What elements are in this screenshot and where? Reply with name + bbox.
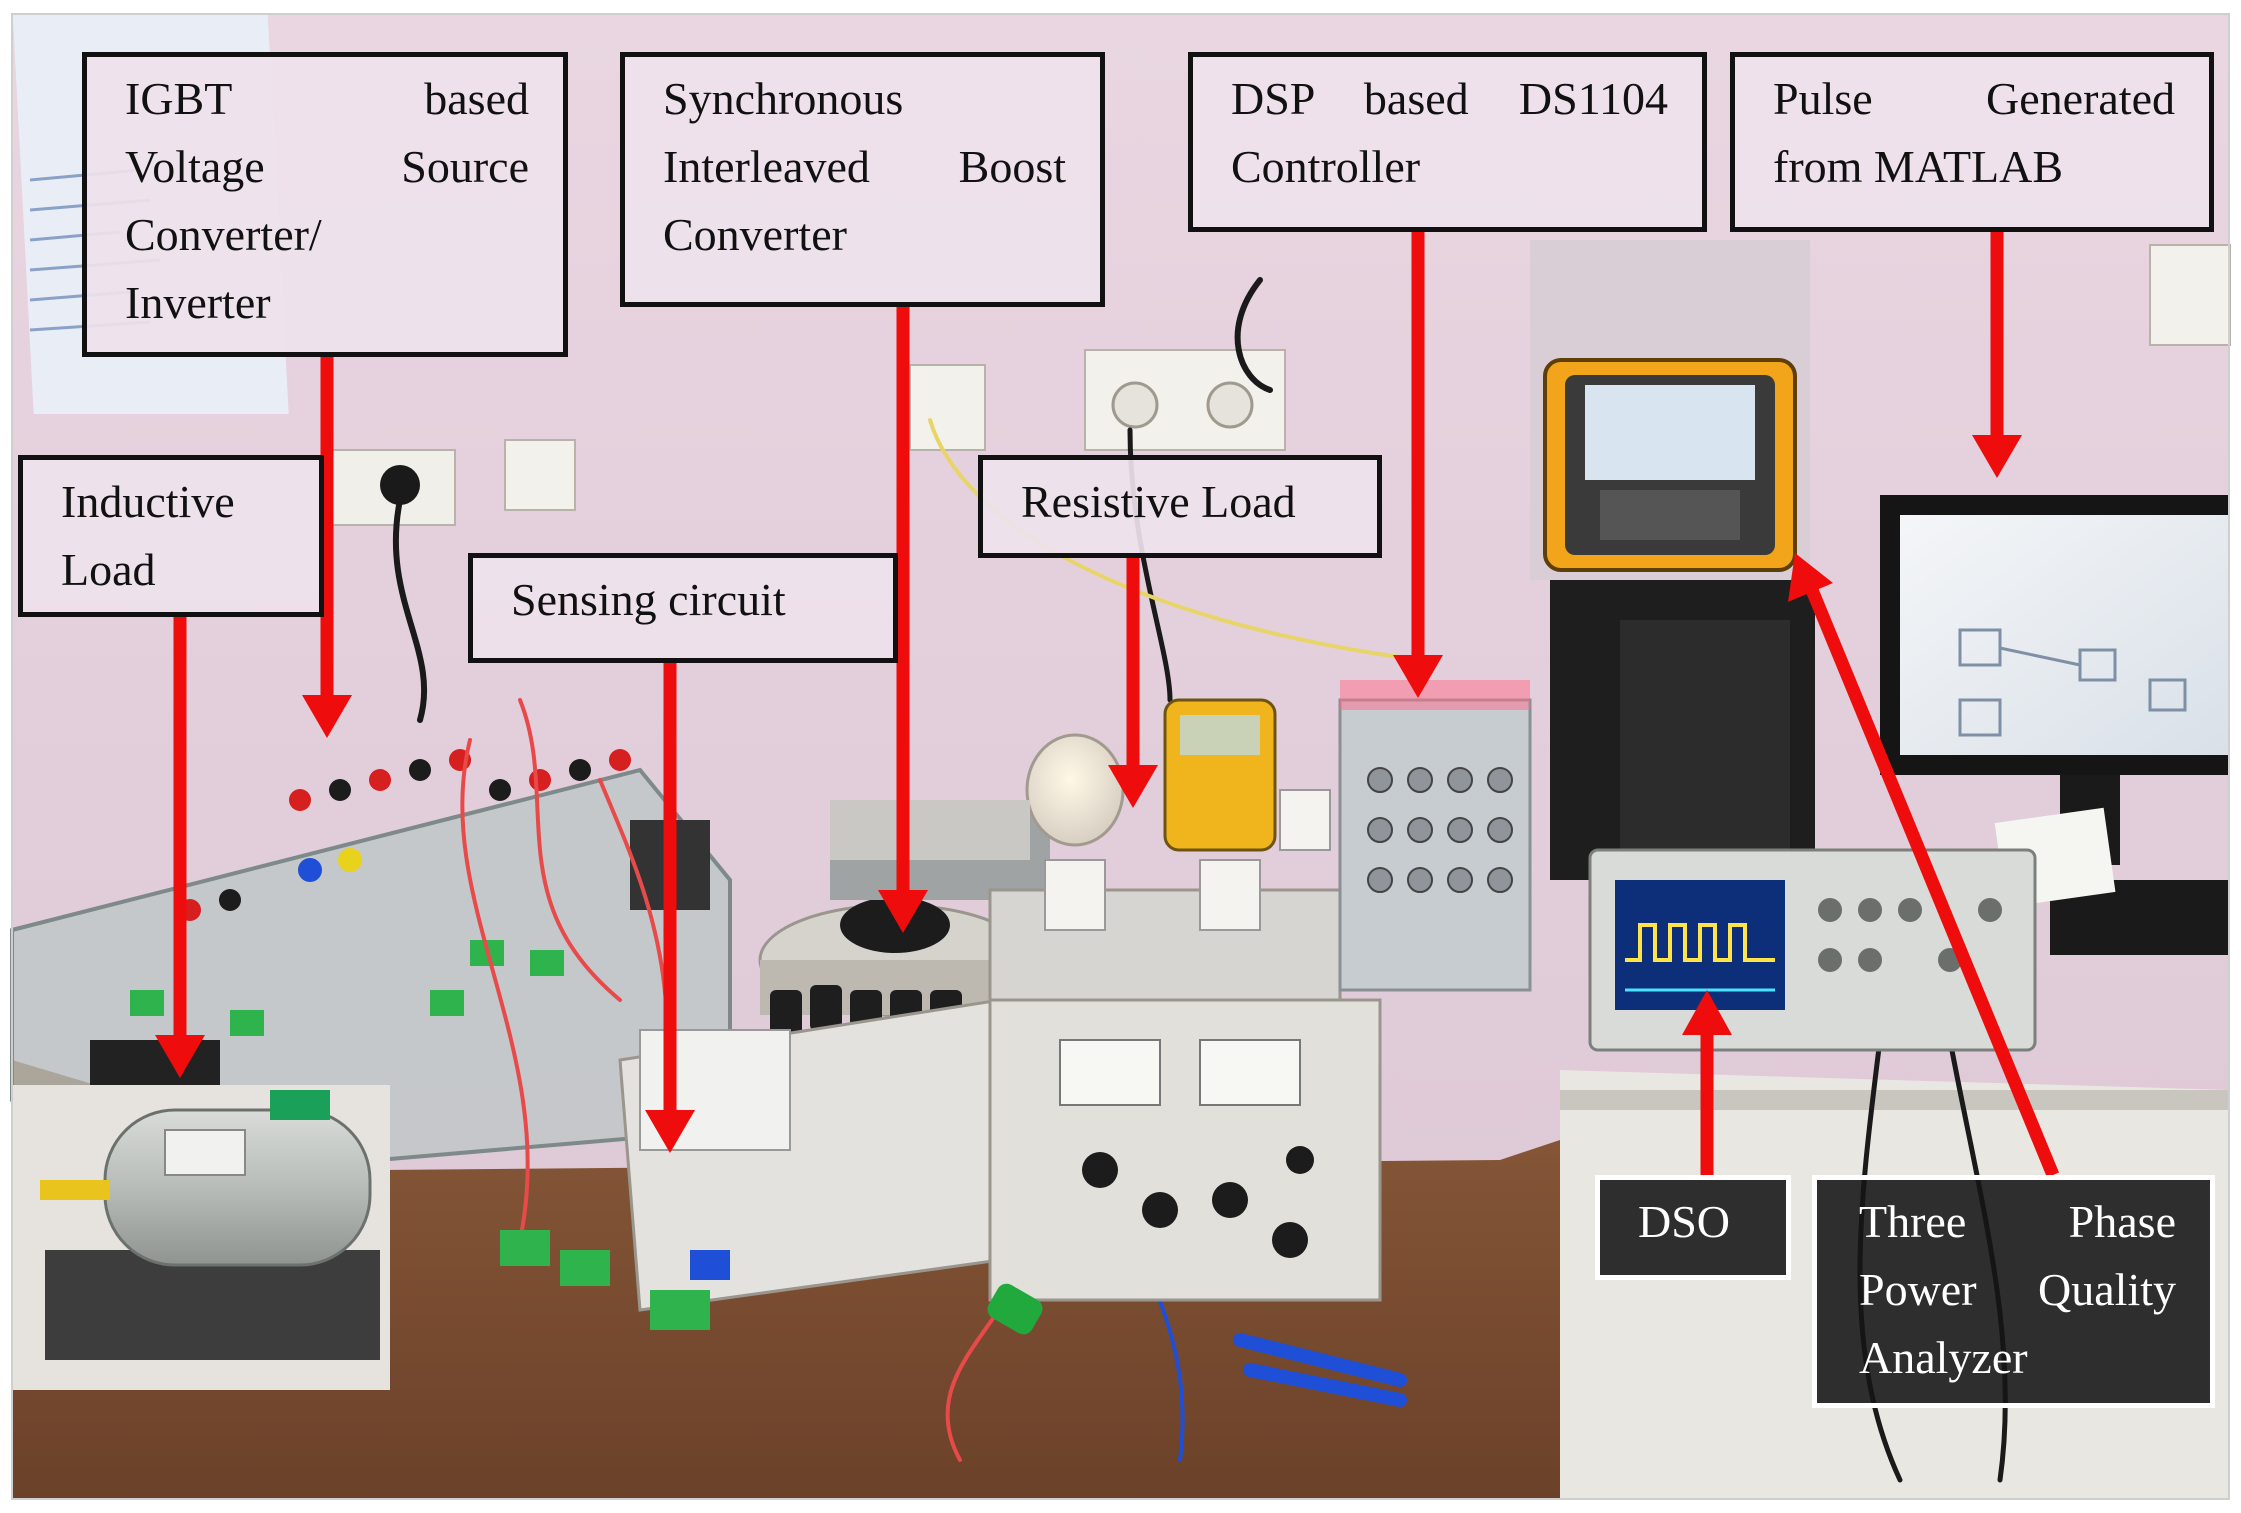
pliers (1233, 1333, 1407, 1407)
wall-socket-2 (909, 364, 986, 451)
label-pulse-matlab: Pulse Generated from MATLAB (1730, 52, 2214, 232)
plug-3 (1206, 381, 1254, 429)
screwdriver (987, 1283, 1043, 1335)
label-sensing-circuit: Sensing circuit (468, 553, 898, 663)
arrow-analyzer (1788, 553, 2060, 1178)
label-igbt-line-4: Inverter (125, 277, 271, 328)
ds1104-panel (1338, 698, 1532, 992)
arrow-resistive (1108, 555, 1158, 808)
label-pulse-line-1: Pulse Generated (1773, 73, 2175, 124)
label-dso-line-1: DSO (1638, 1196, 1731, 1247)
label-boost-line-1: Synchronous (663, 73, 904, 124)
arrow-sensing (645, 660, 695, 1153)
plug-2 (1111, 381, 1159, 429)
label-pulse-line-2: from MATLAB (1773, 141, 2064, 192)
power-supply (988, 998, 1382, 1302)
bulb-holder-3 (1279, 789, 1331, 851)
motor-shaft (40, 1180, 110, 1200)
label-dsp-line-2: Controller (1231, 141, 1421, 192)
label-dsp-controller: DSP based DS1104 Controller (1188, 52, 1707, 232)
arrow-pulse (1972, 230, 2022, 478)
bulb-holder-2 (1199, 859, 1261, 931)
label-dsp-line-1: DSP based DS1104 (1231, 73, 1668, 124)
annotation-arrows (155, 230, 2060, 1178)
variac-knob (840, 897, 950, 953)
label-boost-converter: Synchronous Interleaved Boost Converter (620, 52, 1105, 307)
label-resistive-line-1: Resistive Load (1021, 476, 1296, 527)
analyzer-buttons (1600, 490, 1740, 540)
label-inductive-line-2: Load (61, 544, 156, 595)
motor-nameplate (164, 1129, 246, 1176)
label-igbt-line-3: Converter/ (125, 209, 322, 260)
label-dso: DSO (1595, 1175, 1791, 1280)
oscilloscope-waveform (1625, 923, 1775, 962)
plug (380, 465, 420, 505)
analyzer-screen (1585, 385, 1755, 480)
meter-1 (1059, 1039, 1161, 1106)
label-boost-line-3: Converter (663, 209, 847, 260)
monitor-screen (1900, 515, 2229, 755)
bulb-holder (1044, 859, 1106, 931)
arrow-dso (1682, 990, 1732, 1175)
label-igbt-converter: IGBT based Voltage Source Converter/ Inv… (82, 52, 568, 357)
label-inductive-load: Inductive Load (18, 455, 324, 617)
photo-border (11, 13, 2230, 1500)
knobs (1082, 1146, 1314, 1258)
label-igbt-line-1: IGBT based (125, 73, 529, 124)
label-analyzer-line-1: Three Phase (1859, 1196, 2176, 1247)
multimeter-display (1180, 715, 1260, 755)
resistive-load-panel (988, 888, 1342, 1012)
matlab-blocks (1958, 628, 2187, 737)
label-sensing-line-1: Sensing circuit (511, 574, 786, 625)
red-light-glow (1340, 680, 1530, 710)
wall-socket-4 (2149, 244, 2231, 346)
label-inductive-line-1: Inductive (61, 476, 235, 527)
tower-vents (1620, 620, 1790, 860)
bnc-connectors (1367, 767, 1513, 893)
wall-switch (504, 439, 576, 511)
label-igbt-line-2: Voltage Source (125, 141, 529, 192)
label-resistive-load: Resistive Load (978, 455, 1382, 558)
arrow-boost (878, 305, 928, 933)
terminals (179, 749, 631, 921)
motor-base (45, 1250, 380, 1360)
motor-terminal-box (270, 1090, 330, 1120)
power-supply-2 (830, 800, 1030, 860)
label-boost-line-2: Interleaved Boost (663, 141, 1066, 192)
oscilloscope-knobs (1818, 898, 2002, 972)
arrow-dsp (1393, 230, 1443, 698)
sensing-circuit-boards (500, 1230, 730, 1330)
light-bulb (1025, 733, 1125, 847)
arrow-inductive (155, 615, 205, 1078)
label-analyzer-line-3: Analyzer (1859, 1332, 2028, 1383)
label-power-quality-analyzer: Three Phase Power Quality Analyzer (1812, 1175, 2215, 1408)
meter-2 (1199, 1039, 1301, 1106)
label-analyzer-line-2: Power Quality (1859, 1264, 2176, 1315)
desk-edge (1560, 1090, 2229, 1110)
arrow-igbt (302, 355, 352, 738)
